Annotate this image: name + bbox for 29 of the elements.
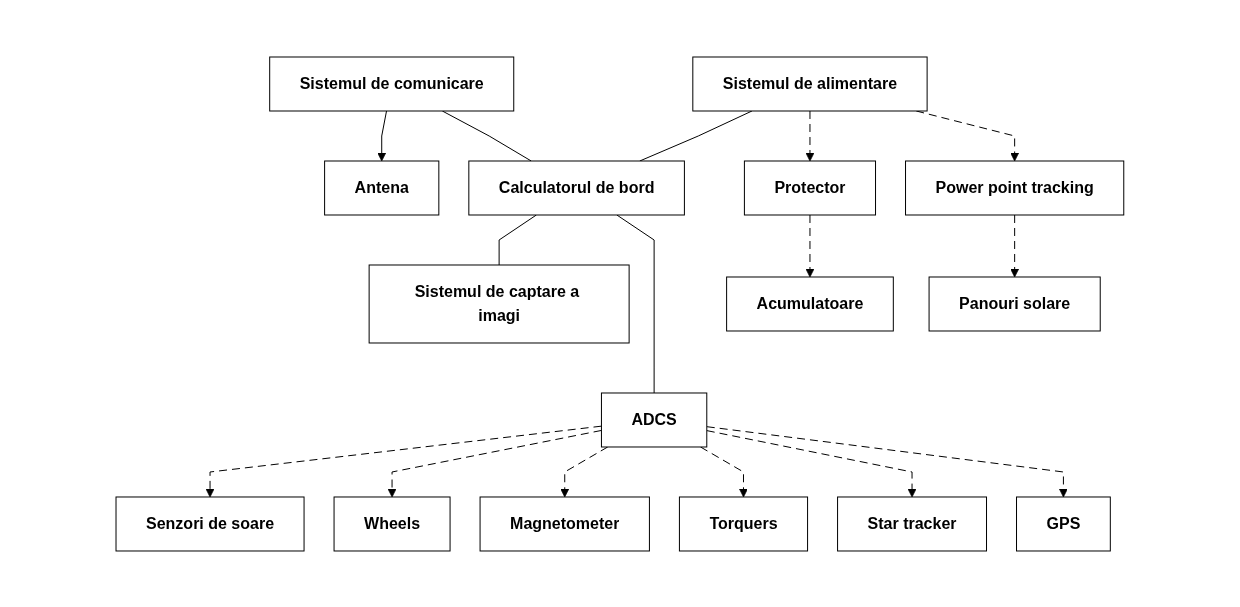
node-box: Sistemul de captare a imagi: [368, 264, 630, 343]
arrow: [205, 425, 603, 497]
node-box: Protector: [744, 160, 877, 215]
arrow: [1010, 214, 1020, 277]
node-box: Magnetometer: [479, 496, 651, 551]
node-box: ADCS: [601, 392, 708, 447]
node-box: Antena: [324, 160, 440, 215]
connector: [498, 214, 537, 265]
arrow: [805, 214, 815, 277]
arrow: [700, 446, 748, 497]
node-box: GPS: [1016, 496, 1111, 551]
arrow: [560, 446, 609, 497]
arrow: [706, 425, 1068, 497]
connector: [441, 110, 532, 161]
arrow: [387, 429, 603, 497]
node-box: Star tracker: [837, 496, 988, 551]
connector: [616, 214, 655, 393]
node-box: Calculatorul de bord: [468, 160, 685, 215]
node-box: Sistemul de comunicare: [269, 56, 515, 111]
arrow: [377, 110, 388, 161]
node-box: Senzori de soare: [115, 496, 305, 551]
node-box: Sistemul de alimentare: [692, 56, 928, 111]
node-box: Wheels: [333, 496, 451, 551]
node-box: Torquers: [679, 496, 809, 551]
node-box: Panouri solare: [928, 276, 1101, 331]
node-box: Acumulatoare: [726, 276, 894, 331]
arrow: [706, 429, 917, 497]
node-box: Power point tracking: [905, 160, 1125, 215]
arrow: [805, 110, 815, 161]
